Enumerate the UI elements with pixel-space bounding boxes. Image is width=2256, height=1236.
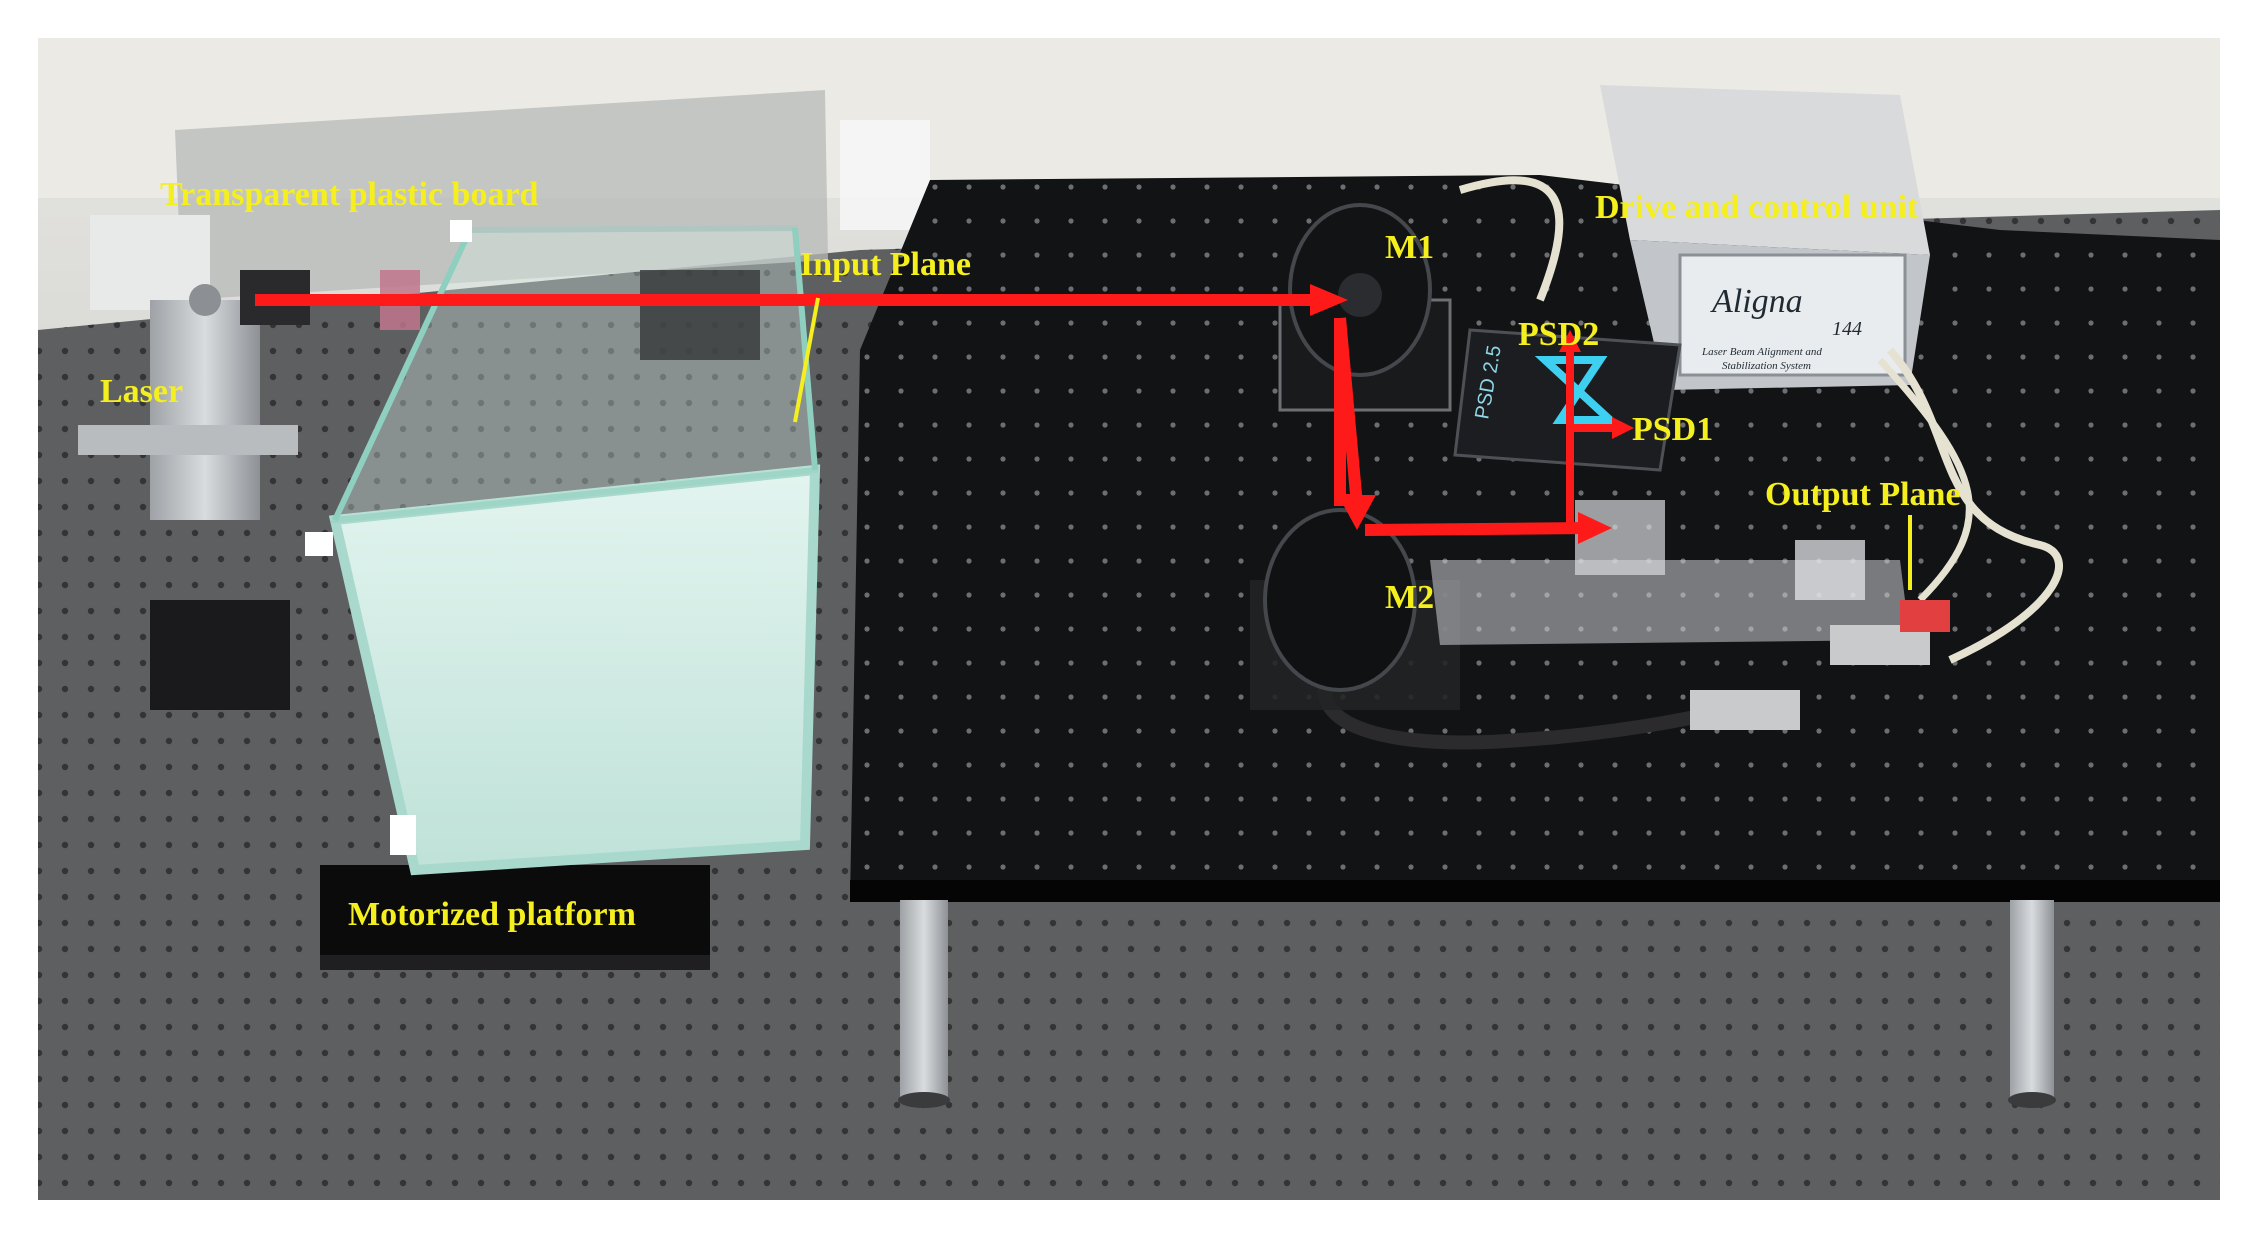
aligna-tagline-1: Laser Beam Alignment and xyxy=(1701,346,1822,358)
labels: Transparent plastic board Input Plane La… xyxy=(100,176,1961,933)
laser-assembly xyxy=(78,215,310,710)
drive-control-unit: Aligna 144 Laser Beam Alignment and Stab… xyxy=(1600,85,1930,390)
label-motorized-platform: Motorized platform xyxy=(348,896,636,933)
aligna-model: 144 xyxy=(1832,318,1862,340)
label-psd2: PSD2 xyxy=(1518,316,1599,353)
aligna-logo: Aligna xyxy=(1710,283,1803,320)
beam-path xyxy=(255,284,1634,544)
label-transparent-board: Transparent plastic board xyxy=(160,176,539,213)
label-psd1: PSD1 xyxy=(1632,411,1713,448)
pointer-lines xyxy=(793,297,1912,590)
label-drive-unit: Drive and control unit xyxy=(1595,189,1919,226)
cables xyxy=(1317,176,2063,750)
aligna-tagline-2: Stabilization System xyxy=(1722,360,1811,372)
motorized-platform xyxy=(320,865,710,970)
label-input-plane: Input Plane xyxy=(800,246,971,283)
label-laser: Laser xyxy=(100,373,183,410)
optics: PSD 2.5 xyxy=(1250,203,1950,730)
label-m1: M1 xyxy=(1385,229,1434,266)
label-m2: M2 xyxy=(1385,579,1434,616)
plastic-board xyxy=(175,90,828,300)
label-output-plane: Output Plane xyxy=(1765,476,1961,513)
